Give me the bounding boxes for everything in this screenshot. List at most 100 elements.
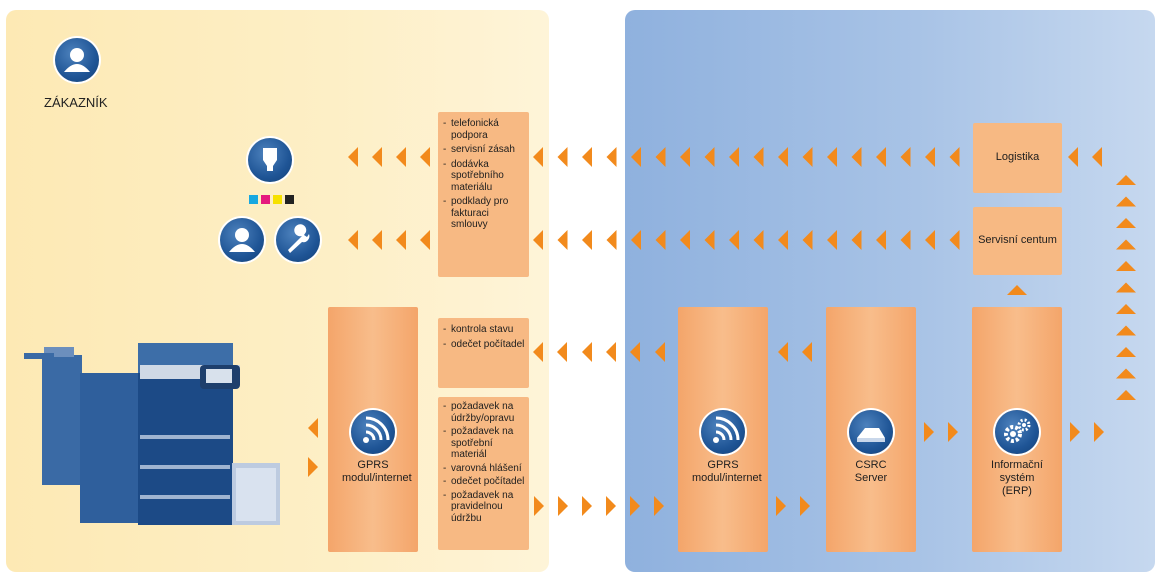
flow-arrow (680, 230, 690, 250)
request-item: požadavek na spotřební materiál (442, 426, 525, 461)
flow-arrow (851, 230, 862, 250)
flow-arrow (655, 342, 665, 362)
flow-arrow (704, 230, 715, 250)
flow-arrow (729, 147, 739, 167)
flow-arrow (876, 147, 886, 167)
flow-arrow (420, 147, 430, 167)
flow-arrow (924, 422, 934, 442)
flow-arrow (1116, 282, 1136, 293)
flow-arrow (654, 496, 664, 516)
flow-arrow (582, 230, 592, 250)
flow-arrow (348, 230, 358, 250)
flow-arrow (680, 147, 690, 167)
flow-arrow (800, 496, 810, 516)
yellow-swatch (273, 195, 282, 204)
flow-arrow (582, 342, 592, 362)
flow-arrow (372, 230, 382, 250)
status-item: kontrola stavu (442, 324, 525, 336)
flow-arrow (778, 342, 788, 362)
flow-arrow (557, 147, 568, 167)
request-item: odečet počítadel (442, 476, 525, 488)
flow-arrow (1116, 325, 1136, 336)
flow-arrow (420, 230, 430, 250)
flow-arrow (630, 496, 640, 516)
flow-arrow (1092, 147, 1102, 167)
flow-arrow (776, 496, 786, 516)
flow-arrow (1116, 218, 1136, 228)
csrc-server: CSRC Server (826, 307, 916, 552)
flow-arrow (1116, 368, 1136, 379)
flow-arrow (606, 342, 616, 362)
flow-arrow (802, 342, 812, 362)
service-list-box: telefonická podpora servisní zásah dodáv… (438, 112, 529, 277)
flow-arrow (949, 147, 960, 167)
flow-arrow (949, 230, 960, 250)
flow-arrow (1116, 239, 1136, 250)
flow-arrow (606, 230, 617, 250)
flow-arrow (533, 147, 543, 167)
flow-arrow (1116, 390, 1136, 400)
flow-arrow (778, 230, 788, 250)
gprs-left-label: GPRS modul/internet (342, 459, 412, 484)
status-item: odečet počítadel (442, 339, 525, 351)
flow-arrow (1116, 196, 1136, 207)
logistics-box: Logistika (973, 123, 1062, 193)
flow-arrow (558, 496, 568, 516)
flow-arrow (606, 147, 617, 167)
service-item: telefonická podpora (442, 118, 525, 141)
wrench-icon (276, 218, 320, 262)
flow-arrow (557, 342, 567, 362)
flow-arrow (655, 147, 666, 167)
flow-arrow (753, 230, 764, 250)
service-item: podklady pro fakturaci smlouvy (442, 196, 525, 231)
flow-arrow (396, 230, 406, 250)
wireless-icon (701, 410, 745, 454)
flow-arrow (582, 496, 592, 516)
service-item: servisní zásah (442, 144, 525, 156)
flow-arrow (802, 230, 813, 250)
flow-arrow (876, 230, 886, 250)
flow-arrow (533, 342, 543, 362)
customer-icon (55, 38, 99, 82)
technician-icon (220, 218, 264, 262)
customer-label: ZÁKAZNÍK (44, 95, 108, 110)
flow-arrow (582, 147, 592, 167)
flow-arrow (802, 147, 813, 167)
flow-arrow (631, 230, 641, 250)
gprs-module-right: GPRS modul/internet (678, 307, 768, 552)
status-list-box: kontrola stavu odečet počítadel (438, 318, 529, 388)
request-item: požadavek na údržby/opravu (442, 401, 525, 424)
flow-arrow (1116, 261, 1136, 271)
flow-arrow (778, 147, 788, 167)
gprs-module-left: GPRS modul/internet (328, 307, 418, 552)
flow-arrow (630, 342, 640, 362)
flow-arrow (606, 496, 616, 516)
flow-arrow (1116, 347, 1136, 357)
flow-arrow (900, 147, 911, 167)
flow-arrow (1116, 304, 1136, 314)
black-swatch (285, 195, 294, 204)
flow-arrow (925, 230, 935, 250)
flow-arrow (348, 147, 358, 167)
server-icon (849, 410, 893, 454)
request-item: varovná hlášení (442, 463, 525, 475)
gprs-right-label: GPRS modul/internet (692, 459, 762, 484)
flow-arrow (827, 147, 837, 167)
flow-arrow (925, 147, 935, 167)
request-list-box: požadavek na údržby/opravu požadavek na … (438, 397, 529, 550)
multifunction-printer-icon (20, 325, 290, 535)
flow-arrow (948, 422, 958, 442)
flow-arrow (1116, 175, 1136, 185)
flow-arrow (900, 230, 911, 250)
flow-arrow (396, 147, 406, 167)
service-item: dodávka spotřebního materiálu (442, 159, 525, 194)
flow-arrow (729, 230, 739, 250)
flow-arrow (827, 230, 837, 250)
flow-arrow (1007, 285, 1027, 295)
toner-icon (248, 138, 292, 182)
erp-system: Informační systém (ERP) (972, 307, 1062, 552)
flow-arrow (534, 496, 544, 516)
flow-arrow (1094, 422, 1104, 442)
flow-arrow (308, 457, 318, 477)
